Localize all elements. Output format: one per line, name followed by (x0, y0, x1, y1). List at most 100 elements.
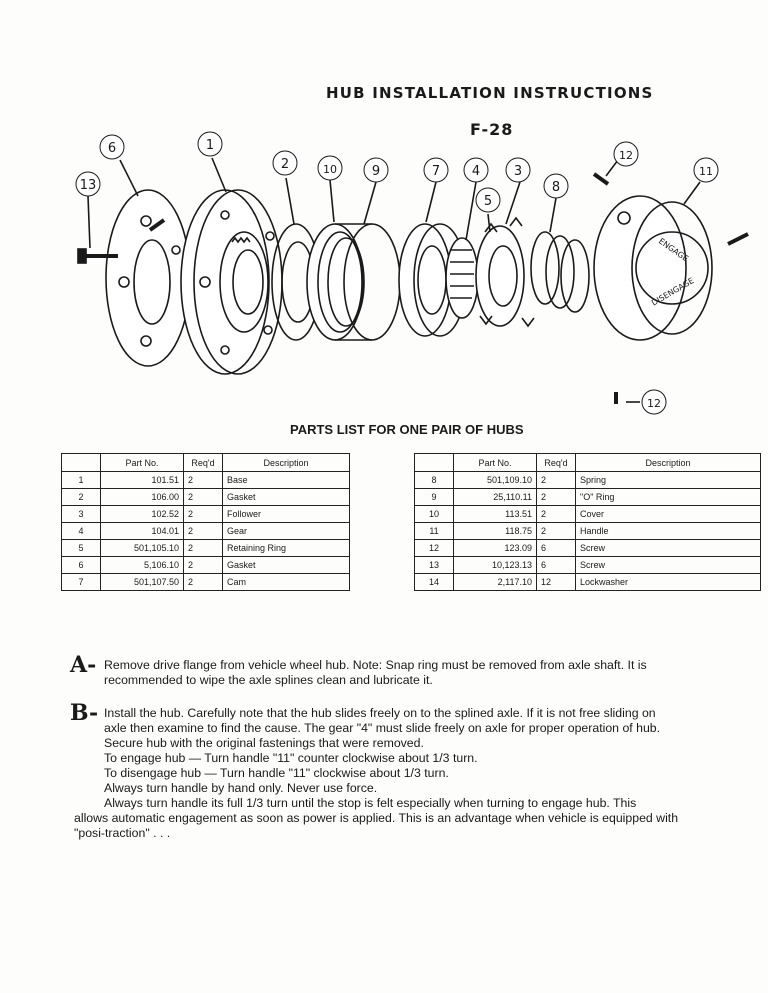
step-b-text-cont: allows automatic engagement as soon as p… (74, 811, 678, 841)
cell-desc: Handle (575, 522, 761, 540)
cell-no: 10 (414, 505, 454, 523)
callout-11: 11 (693, 157, 719, 183)
cell-part: 104.01 (100, 522, 184, 540)
cell-req: 6 (536, 539, 576, 557)
cell-desc: Gasket (222, 488, 350, 506)
step-b-line: Always turn handle its full 1/3 turn unt… (104, 796, 637, 810)
step-a-letter: A- (70, 652, 97, 678)
header-cell: Part No. (100, 453, 184, 472)
step-a-line: recommended to wipe the axle splines cle… (104, 673, 433, 687)
svg-text:7: 7 (432, 164, 440, 179)
svg-text:10: 10 (323, 163, 337, 176)
cell-no: 9 (414, 488, 454, 506)
svg-text:11: 11 (699, 165, 713, 178)
parts-list-heading: PARTS LIST FOR ONE PAIR OF HUBS (290, 422, 524, 437)
cell-desc: "O" Ring (575, 488, 761, 506)
svg-text:5: 5 (484, 194, 492, 209)
cell-no: 14 (414, 573, 454, 591)
cell-no: 12 (414, 539, 454, 557)
cell-no: 4 (61, 522, 101, 540)
cell-req: 2 (536, 488, 576, 506)
cell-desc: Lockwasher (575, 573, 761, 591)
step-b-line: axle then examine to find the cause. The… (104, 721, 661, 735)
cell-req: 2 (536, 522, 576, 540)
cell-req: 2 (183, 539, 223, 557)
cell-no: 13 (414, 556, 454, 574)
cell-req: 2 (183, 556, 223, 574)
cell-no: 8 (414, 471, 454, 489)
cell-req: 2 (183, 522, 223, 540)
cell-desc: Screw (575, 556, 761, 574)
svg-text:13: 13 (80, 178, 97, 193)
callout-9: 9 (363, 157, 389, 183)
cell-desc: Spring (575, 471, 761, 489)
cell-req: 2 (536, 505, 576, 523)
step-a-text: Remove drive flange from vehicle wheel h… (104, 658, 647, 688)
callout-5: 5 (475, 187, 501, 213)
callout-7: 7 (423, 157, 449, 183)
cell-desc: Gear (222, 522, 350, 540)
step-b-line: Always turn handle by hand only. Never u… (104, 781, 378, 795)
cell-no: 5 (61, 539, 101, 557)
svg-text:12: 12 (619, 149, 633, 162)
callout-4: 4 (463, 157, 489, 183)
cell-req: 2 (183, 505, 223, 523)
cell-desc: Follower (222, 505, 350, 523)
header-cell: Req'd (183, 453, 223, 472)
cell-no: 11 (414, 522, 454, 540)
cell-req: 2 (183, 471, 223, 489)
cell-req: 2 (183, 488, 223, 506)
model-number: F-28 (470, 120, 514, 139)
callout-2: 2 (272, 150, 298, 176)
header-cell: Description (222, 453, 350, 472)
header-cell: Part No. (453, 453, 537, 472)
callout-13: 13 (75, 171, 101, 197)
cell-part: 501,109.10 (453, 471, 537, 489)
cell-part: 25,110.11 (453, 488, 537, 506)
cell-no: 3 (61, 505, 101, 523)
svg-text:2: 2 (281, 157, 289, 172)
svg-text:4: 4 (472, 164, 480, 179)
step-b-line: Install the hub. Carefully note that the… (104, 706, 656, 720)
cell-req: 6 (536, 556, 576, 574)
step-b-line: To disengage hub — Turn handle "11" cloc… (104, 766, 449, 780)
cell-no: 7 (61, 573, 101, 591)
step-b-line: To engage hub — Turn handle "11" counter… (104, 751, 478, 765)
header-cell (414, 453, 454, 472)
header-cell: Req'd (536, 453, 576, 472)
cell-no: 6 (61, 556, 101, 574)
cell-desc: Screw (575, 539, 761, 557)
cell-req: 12 (536, 573, 576, 591)
callout-12-top: 12 (613, 141, 639, 167)
cell-part: 113.51 (453, 505, 537, 523)
cell-part: 102.52 (100, 505, 184, 523)
cell-part: 118.75 (453, 522, 537, 540)
cell-part: 10,123.13 (453, 556, 537, 574)
cell-part: 501,105.10 (100, 539, 184, 557)
cell-desc: Retaining Ring (222, 539, 350, 557)
exploded-hub-diagram: 13 6 1 2 10 9 7 4 3 5 8 12 11 12 ENGAGE … (75, 131, 749, 415)
callout-10: 10 (317, 155, 343, 181)
step-b-line: "posi-traction" . . . (74, 826, 171, 840)
step-b-letter: B- (70, 700, 99, 726)
cell-part: 501,107.50 (100, 573, 184, 591)
step-b-line: allows automatic engagement as soon as p… (74, 811, 679, 825)
step-b-line: Secure hub with the original fastenings … (104, 736, 424, 750)
table-header-row: Part No. Req'd Description (61, 453, 350, 472)
callout-8: 8 (543, 173, 569, 199)
cell-no: 2 (61, 488, 101, 506)
svg-text:1: 1 (206, 138, 214, 153)
